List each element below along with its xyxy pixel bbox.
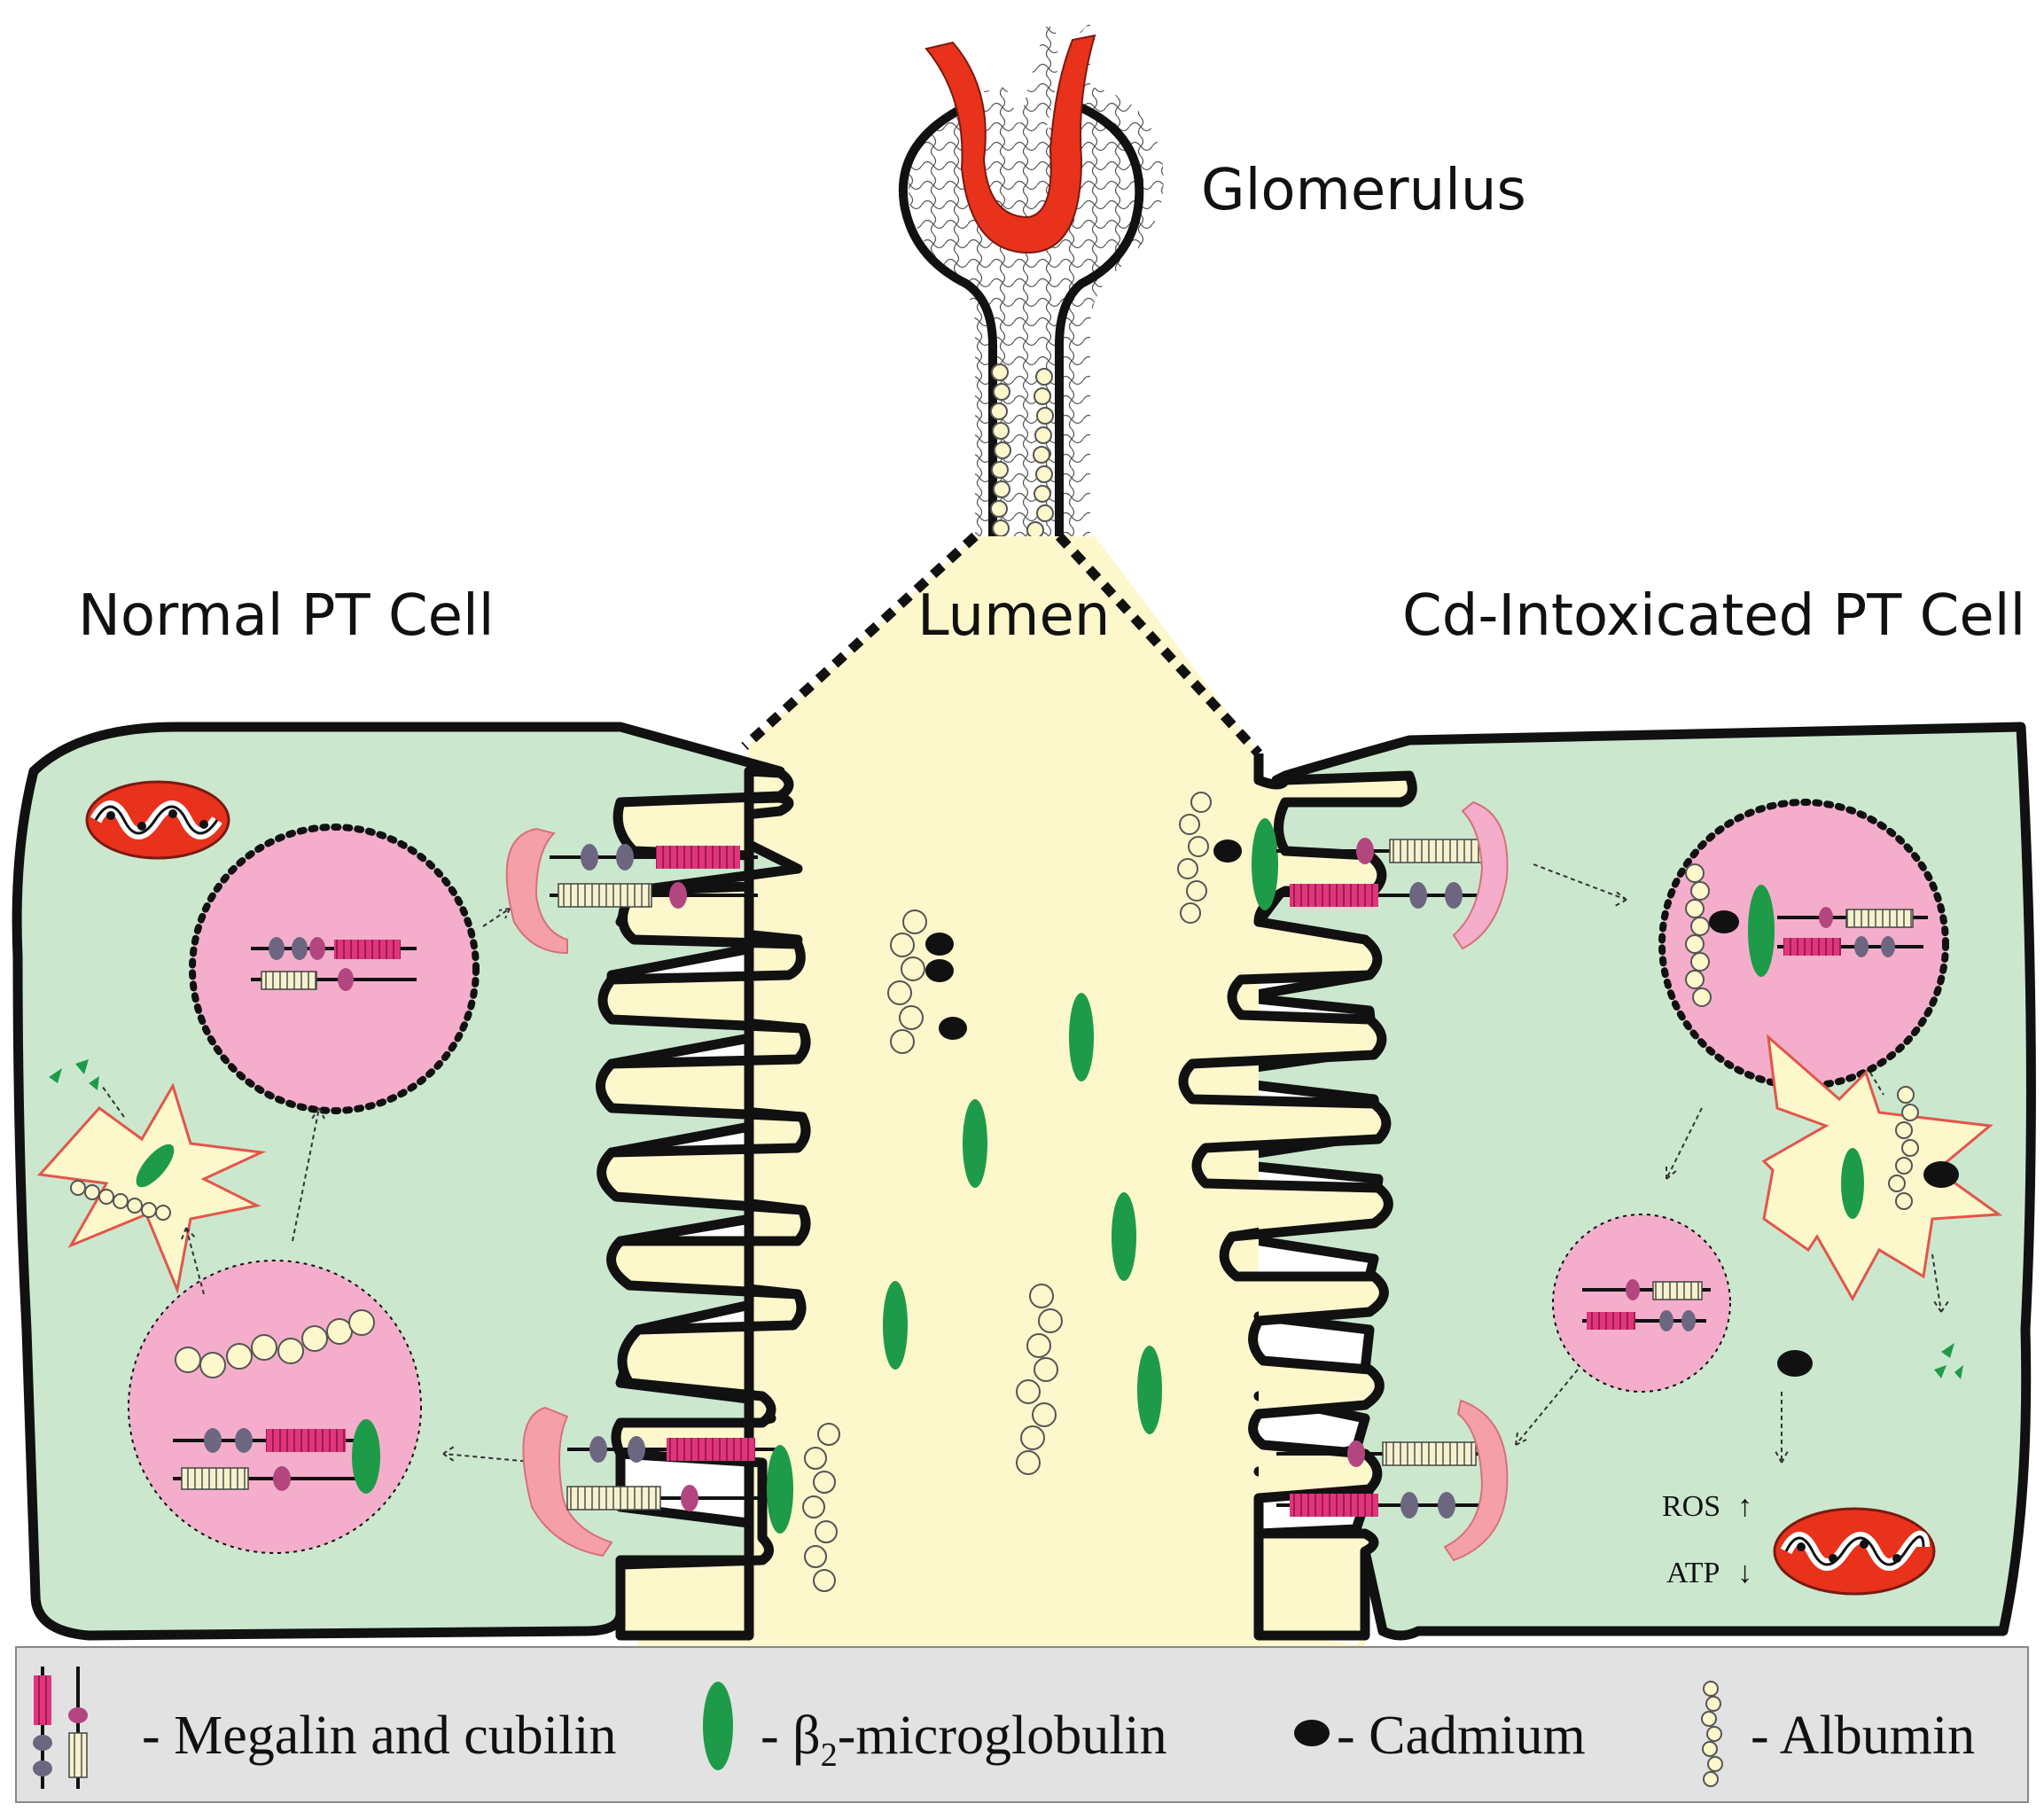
- left-brush-border: [596, 766, 811, 1641]
- glomerulus: [898, 22, 1164, 543]
- albumin-left-bottom: [802, 1423, 840, 1592]
- cd-effects: ROS ↑ ATP ↓: [1662, 1490, 1752, 1589]
- atp-down-arrow: ↓: [1737, 1557, 1752, 1589]
- endosome-cd-upper: [1658, 799, 1949, 1089]
- legend-b2m-label: - β2-microglobulin: [761, 1706, 1167, 1774]
- lumen: [638, 536, 1365, 1649]
- mitochondrion-cd: [1773, 1507, 1936, 1596]
- free-cadmium-cd-cell: [1777, 1350, 1813, 1377]
- lumen-b2m: [883, 993, 1162, 1434]
- right-trafficking-arrows: [1515, 863, 1949, 1464]
- lysosome-cd: [1761, 1034, 2003, 1302]
- lumen-albumin-chain: [1016, 1284, 1063, 1475]
- ros-up-arrow: ↑: [1737, 1490, 1752, 1523]
- legend-b2m-suffix: -microglobulin: [838, 1706, 1167, 1766]
- glomerulus-label: Glomerulus: [1201, 158, 1526, 223]
- receptor-cluster-left-bottom: [522, 1406, 793, 1557]
- cd-cell-label: Cd-Intoxicated PT Cell: [1402, 583, 2025, 649]
- degraded-b2m-left: [49, 1059, 99, 1090]
- legend-b2m-sub: 2: [821, 1737, 838, 1774]
- endosome-cd-lower: [1552, 1214, 1731, 1393]
- legend-albumin-label: - Albumin: [1751, 1706, 1975, 1766]
- legend: - Megalin and cubilin - β2-microglobulin…: [15, 1646, 2029, 1803]
- lumen-boundary-right: [1055, 533, 1263, 757]
- lysosome-normal: [36, 1082, 267, 1295]
- b2m-icon: [703, 1682, 733, 1770]
- mitochondrion-normal: [85, 780, 230, 860]
- cadmium-icon: [1294, 1720, 1330, 1746]
- lumen-label: Lumen: [917, 583, 1110, 649]
- degraded-b2m-right: [1934, 1343, 1963, 1379]
- legend-megalin-label: - Megalin and cubilin: [142, 1706, 616, 1766]
- tubule-albumin: [990, 363, 1054, 539]
- lumen-albumin-cadmium: [887, 910, 967, 1054]
- megalin-cubilin-icon: [33, 1667, 88, 1789]
- legend-b2m-prefix: - β: [761, 1706, 821, 1766]
- receptor-cluster-right-bottom: [1276, 1399, 1509, 1562]
- legend-cadmium-label: - Cadmium: [1337, 1706, 1586, 1766]
- glomerular-capillary: [924, 34, 1096, 254]
- receptor-cluster-left-top: [505, 827, 758, 955]
- endosome-normal-lower: [128, 1260, 422, 1554]
- ros-label: ROS: [1662, 1490, 1720, 1523]
- albumin-icon: [1701, 1681, 1723, 1787]
- lumen-boundary-left: [741, 532, 979, 751]
- atp-label: ATP: [1666, 1557, 1720, 1589]
- normal-cell-label: Normal PT Cell: [78, 583, 495, 649]
- receptor-cluster-right-top: [1177, 792, 1509, 950]
- endosome-normal-upper: [189, 824, 480, 1114]
